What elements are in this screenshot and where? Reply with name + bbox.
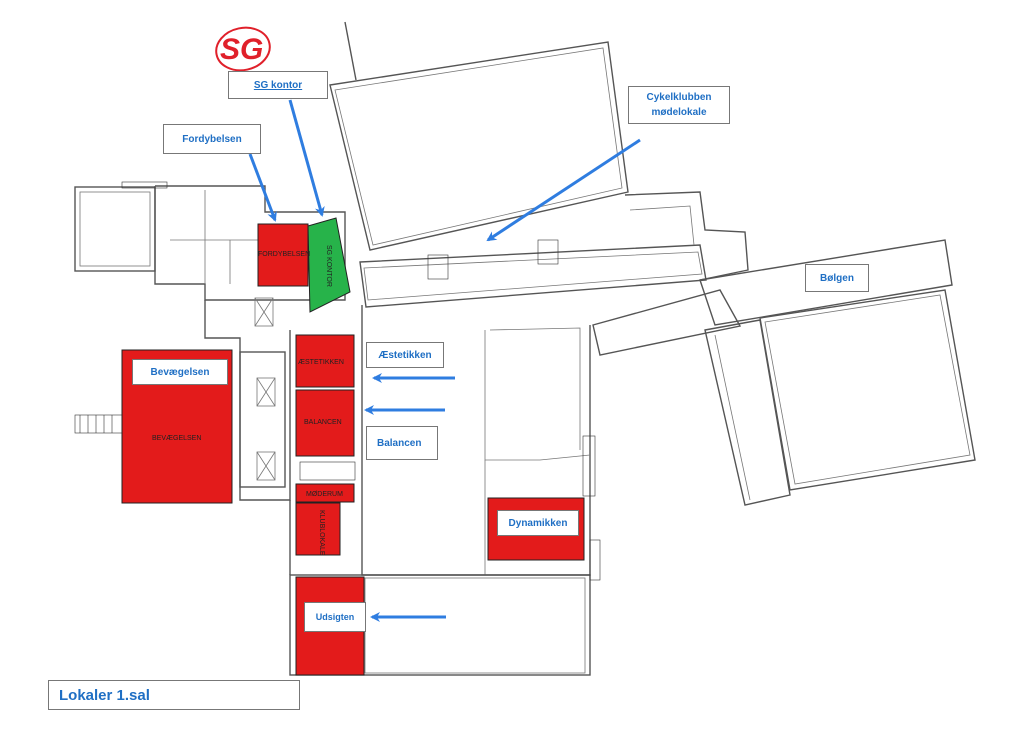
label-sg-kontor: SG KONTOR <box>325 245 332 287</box>
room-sg-kontor[interactable] <box>307 217 351 313</box>
sg-logo-text: SG <box>220 33 263 66</box>
room-aestetikken[interactable] <box>295 334 355 388</box>
label-aestetikken: ÆSTETIKKEN <box>298 359 344 366</box>
callout-cykelklubben: Cykelklubben mødelokale <box>628 86 730 124</box>
label-balancen: BALANCEN <box>304 419 342 426</box>
room-labels: FORDYBELSEN SG KONTOR ÆSTETIKKEN BALANCE… <box>152 245 344 556</box>
callout-bolgen: Bølgen <box>805 264 869 292</box>
callout-aestetikken: Æstetikken <box>366 342 444 368</box>
arrow-cykelklubben <box>486 138 641 242</box>
callout-fordybelsen: Fordybelsen <box>163 124 261 154</box>
pointer-arrows <box>248 99 641 622</box>
callout-udsigten: Udsigten <box>304 602 366 632</box>
callout-dynamikken: Dynamikken <box>497 510 579 536</box>
room-balancen[interactable] <box>295 389 355 457</box>
callout-sg-kontor: SG kontor <box>228 71 328 99</box>
room-moderum[interactable] <box>295 483 355 503</box>
label-fordybelsen: FORDYBELSEN <box>258 251 310 258</box>
callout-cykelklubben-line1: Cykelklubben <box>646 92 712 103</box>
arrow-fordybelsen <box>248 153 277 222</box>
building-walls <box>74 21 976 676</box>
label-moderum: MØDERUM <box>306 491 343 498</box>
callout-bevaegelsen: Bevægelsen <box>132 359 228 385</box>
callout-balancen: Balancen <box>366 426 438 460</box>
label-klublokale: KLUBLOKALE <box>318 510 325 556</box>
arrow-sg-kontor <box>288 99 325 217</box>
room-fordybelsen[interactable] <box>257 223 309 287</box>
callout-cykelklubben-line2: mødelokale <box>651 107 707 118</box>
sg-logo: SG <box>213 22 273 79</box>
page-title: Lokaler 1.sal <box>48 680 300 710</box>
label-bevaegelsen: BEVÆGELSEN <box>152 435 201 442</box>
room-klublokale[interactable] <box>295 502 341 556</box>
